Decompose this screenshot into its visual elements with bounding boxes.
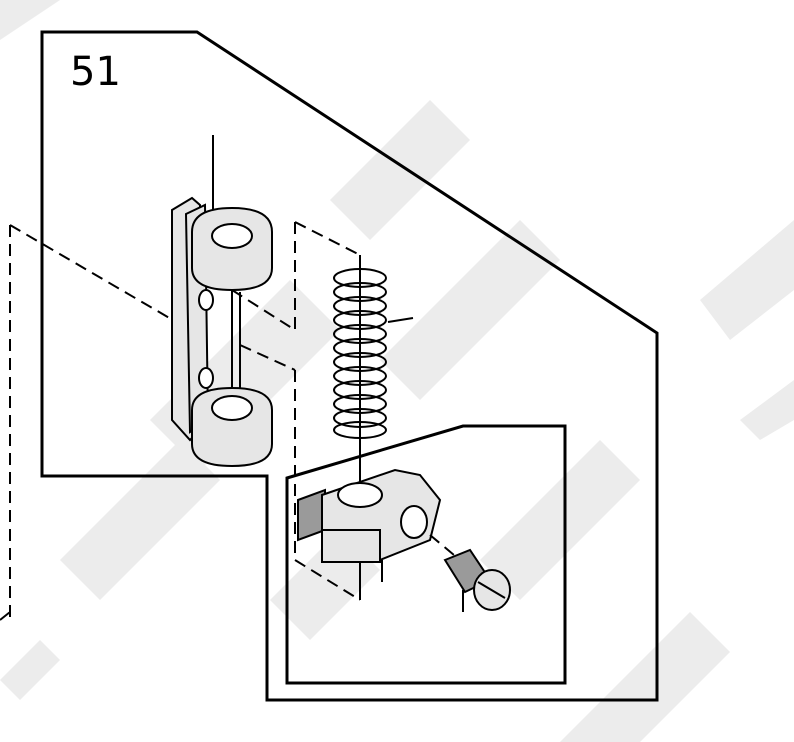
figure-number: 51 (70, 49, 121, 95)
hinge-bracket (171, 135, 273, 468)
clamp-block (297, 468, 442, 582)
figure-frame (40, 30, 659, 702)
inner-frame (285, 424, 567, 685)
reference-lines-middle (231, 221, 361, 601)
reference-lines-left (0, 224, 191, 621)
slotted-screw (429, 534, 511, 612)
compression-spring (333, 255, 414, 600)
